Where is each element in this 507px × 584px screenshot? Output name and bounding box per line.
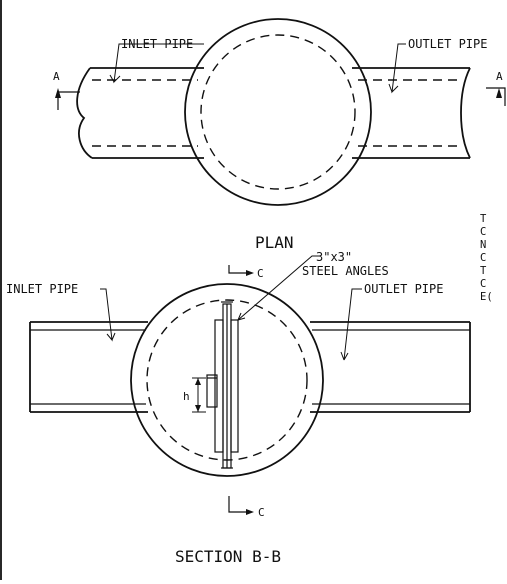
section-manhole-outer xyxy=(130,283,324,477)
plan-manhole-inner xyxy=(200,34,356,190)
plan-inlet-pipe xyxy=(90,67,204,159)
edge-letter: N xyxy=(480,239,486,251)
section-inlet-label: INLET PIPE xyxy=(6,282,78,296)
section-cut-mark-top: C xyxy=(257,267,264,280)
edge-letter: C xyxy=(480,226,486,238)
section-cut-arrow-bottom xyxy=(228,496,248,513)
edge-letter: C xyxy=(480,278,486,290)
height-dimension-arrows xyxy=(195,378,201,412)
section-view: h C C 3"x3" STEEL ANGLES INLET PIPE OUTL… xyxy=(6,250,471,566)
plan-outlet-pipe-inner xyxy=(358,79,462,147)
section-inlet-pipe-inner xyxy=(30,329,146,405)
section-outlet-pipe-inner xyxy=(312,329,470,405)
angles-leader xyxy=(237,255,320,321)
plan-outlet-label: OUTLET PIPE xyxy=(408,37,487,51)
section-inlet-leader xyxy=(100,288,116,342)
plan-manhole-outer xyxy=(184,18,372,206)
section-cut-arrow-top xyxy=(228,265,248,274)
section-cut-arrowhead-bottom xyxy=(246,509,254,515)
plan-section-arrowhead-left xyxy=(55,88,61,98)
section-title: SECTION B-B xyxy=(175,547,281,566)
section-inlet-pipe xyxy=(30,321,148,413)
steel-angle-assembly xyxy=(206,301,239,469)
angles-label-line1: 3"x3" xyxy=(316,250,352,264)
edge-letter: C xyxy=(480,252,486,264)
edge-letter: T xyxy=(480,265,487,277)
angles-label-line2: STEEL ANGLES xyxy=(302,264,389,278)
plan-section-arrowhead-right xyxy=(496,88,502,98)
section-cut-arrowhead-top xyxy=(246,270,254,276)
section-outlet-pipe xyxy=(310,321,470,413)
plan-inlet-leader xyxy=(109,43,204,84)
plan-inlet-pipe-break xyxy=(76,67,93,159)
steel-angle-right xyxy=(230,319,239,453)
edge-letter: T xyxy=(480,213,487,225)
plan-inlet-pipe-inner xyxy=(92,79,198,147)
plan-section-mark-right: A xyxy=(496,70,503,83)
plan-section-mark-left: A xyxy=(53,70,60,83)
plan-outlet-pipe-break xyxy=(460,67,471,159)
edge-lettering: T C N C T C E( xyxy=(480,213,493,303)
plan-title: PLAN xyxy=(255,233,294,252)
section-outlet-leader xyxy=(340,288,362,361)
plan-outlet-leader xyxy=(388,43,406,94)
height-label: h xyxy=(183,390,190,403)
section-outlet-label: OUTLET PIPE xyxy=(364,282,443,296)
plan-section-arrow-right xyxy=(486,87,506,106)
edge-letter: E( xyxy=(480,291,493,303)
weir-board xyxy=(206,374,218,408)
steel-angle-left xyxy=(214,319,224,453)
section-cut-mark-bottom: C xyxy=(258,506,265,519)
plan-outlet-pipe xyxy=(352,67,470,159)
